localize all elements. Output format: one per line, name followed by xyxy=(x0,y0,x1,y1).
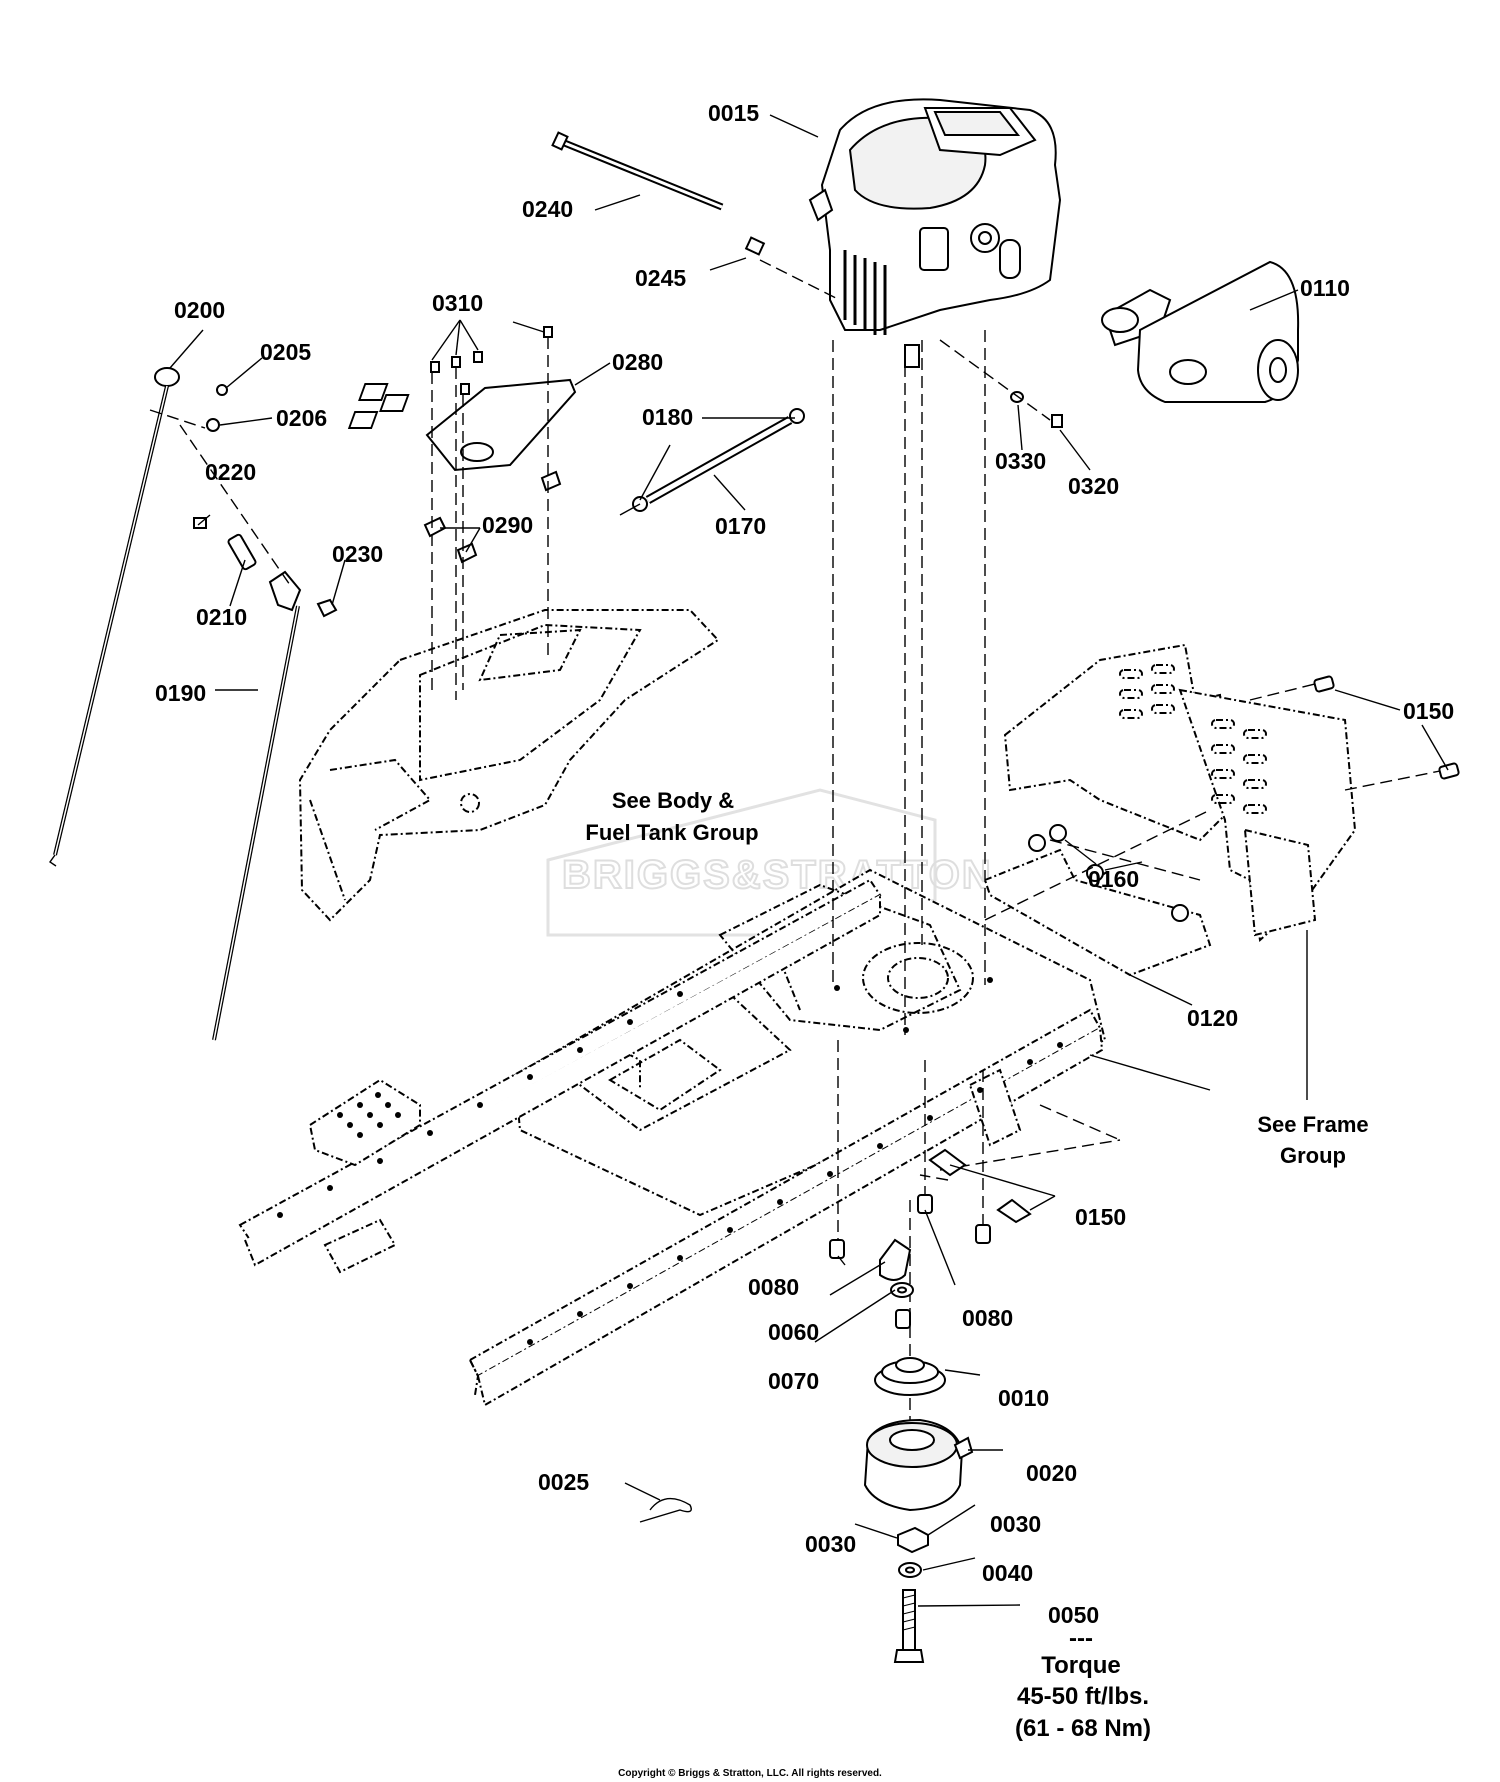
body-fuel-tank-group xyxy=(298,609,720,922)
label-0070: 0070 xyxy=(768,1368,819,1394)
torque-dashes: --- xyxy=(1069,1625,1093,1652)
note-frame-line1: See Frame xyxy=(1257,1112,1368,1137)
alignment-lines xyxy=(149,259,1441,1440)
label-0030-right: 0030 xyxy=(990,1511,1041,1537)
copyright-text: Copyright © Briggs & Stratton, LLC. All … xyxy=(618,1768,882,1779)
label-0245: 0245 xyxy=(635,265,686,291)
label-0230: 0230 xyxy=(332,541,383,567)
torque-value: 45-50 ft/lbs. xyxy=(1017,1683,1149,1710)
label-0170: 0170 xyxy=(715,513,766,539)
watermark-logo: BRIGGS&STRATTON xyxy=(546,788,993,937)
label-0110: 0110 xyxy=(1300,275,1350,301)
leader-lines xyxy=(169,114,1449,1607)
label-0190: 0190 xyxy=(155,680,206,706)
label-0240: 0240 xyxy=(522,196,573,222)
label-0080-right: 0080 xyxy=(962,1305,1013,1331)
label-0330: 0330 xyxy=(995,448,1046,474)
label-0060: 0060 xyxy=(768,1319,819,1345)
torque-spec: --- Torque 45-50 ft/lbs. (61 - 68 Nm) xyxy=(1015,1625,1151,1742)
part-labels: 0015 0240 0245 0110 0200 0205 0206 0310 … xyxy=(155,100,1454,1628)
label-0015: 0015 xyxy=(708,100,759,126)
label-0310: 0310 xyxy=(432,290,483,316)
label-0020: 0020 xyxy=(1026,1460,1077,1486)
muffler-part xyxy=(1101,260,1300,403)
group-notes: See Body & Fuel Tank Group See Frame Gro… xyxy=(585,788,1368,1168)
muffler-fasteners-part xyxy=(1010,391,1063,428)
bracket-part xyxy=(983,824,1212,977)
watermark-text: BRIGGS&STRATTON xyxy=(562,853,993,897)
label-0080-left: 0080 xyxy=(748,1274,799,1300)
label-0200: 0200 xyxy=(174,297,225,323)
torque-metric: (61 - 68 Nm) xyxy=(1015,1715,1151,1742)
label-0150-top: 0150 xyxy=(1403,698,1454,724)
label-0205: 0205 xyxy=(260,339,311,365)
heat-shield-part xyxy=(1003,643,1460,942)
torque-title: Torque xyxy=(1041,1652,1121,1679)
label-0210: 0210 xyxy=(196,604,247,630)
frame-part xyxy=(238,868,1107,1407)
engine-part xyxy=(808,98,1062,368)
label-0206: 0206 xyxy=(276,405,327,431)
label-0320: 0320 xyxy=(1068,473,1119,499)
label-0160: 0160 xyxy=(1088,866,1139,892)
label-0050: 0050 xyxy=(1048,1602,1099,1628)
label-0290: 0290 xyxy=(482,512,533,538)
lower-hardware-part xyxy=(639,1148,1032,1663)
fuel-line-part xyxy=(619,408,805,516)
label-0030-left: 0030 xyxy=(805,1531,856,1557)
control-plate-part xyxy=(347,326,577,564)
dipstick-part xyxy=(49,367,228,867)
label-0180: 0180 xyxy=(642,404,693,430)
label-0040: 0040 xyxy=(982,1560,1033,1586)
label-0010: 0010 xyxy=(998,1385,1049,1411)
label-0025: 0025 xyxy=(538,1469,589,1495)
label-0220: 0220 xyxy=(205,459,256,485)
dipstick-tube-part xyxy=(193,517,338,1041)
throttle-rod-part xyxy=(551,131,766,256)
label-0150-bottom: 0150 xyxy=(1075,1204,1126,1230)
note-frame-line2: Group xyxy=(1280,1143,1346,1168)
label-0120: 0120 xyxy=(1187,1005,1238,1031)
label-0280: 0280 xyxy=(612,349,663,375)
note-body-line1: See Body & xyxy=(612,788,734,813)
note-body-line2: Fuel Tank Group xyxy=(585,820,758,845)
